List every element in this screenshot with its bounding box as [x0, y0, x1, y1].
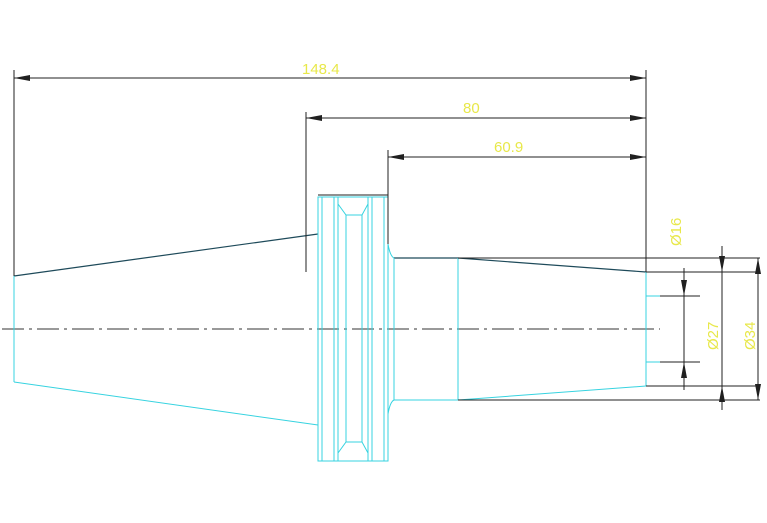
extension-lines — [13, 70, 760, 401]
tool-body-outline — [13, 196, 686, 462]
dim-text-148-4: 148.4 — [302, 61, 340, 78]
v-groove-bottom — [337, 441, 369, 454]
neck-bottom — [387, 399, 395, 415]
dim-text-80: 80 — [463, 100, 480, 117]
dim-text-diameter-34: Ø34 — [742, 322, 759, 350]
nose-top-edge — [457, 257, 647, 273]
dimension-diameter-27: Ø27 — [705, 246, 725, 410]
dimension-diameter-34: Ø34 — [742, 258, 761, 400]
dim-text-diameter-27: Ø27 — [705, 322, 722, 350]
dimension-shank-length: 60.9 — [388, 139, 646, 160]
v-groove-top — [337, 203, 369, 216]
dim-text-diameter-16: Ø16 — [668, 218, 685, 246]
dim-text-60-9: 60.9 — [494, 139, 523, 156]
taper-bottom-edge — [13, 381, 319, 426]
neck-top — [387, 243, 395, 259]
dimension-flange-to-tip: 80 — [306, 100, 646, 121]
dimension-overall-length: 148.4 — [14, 61, 646, 81]
nose-bottom-edge — [457, 385, 647, 401]
taper-top-edge — [13, 233, 319, 277]
dimension-diameter-16: Ø16 — [668, 218, 687, 390]
